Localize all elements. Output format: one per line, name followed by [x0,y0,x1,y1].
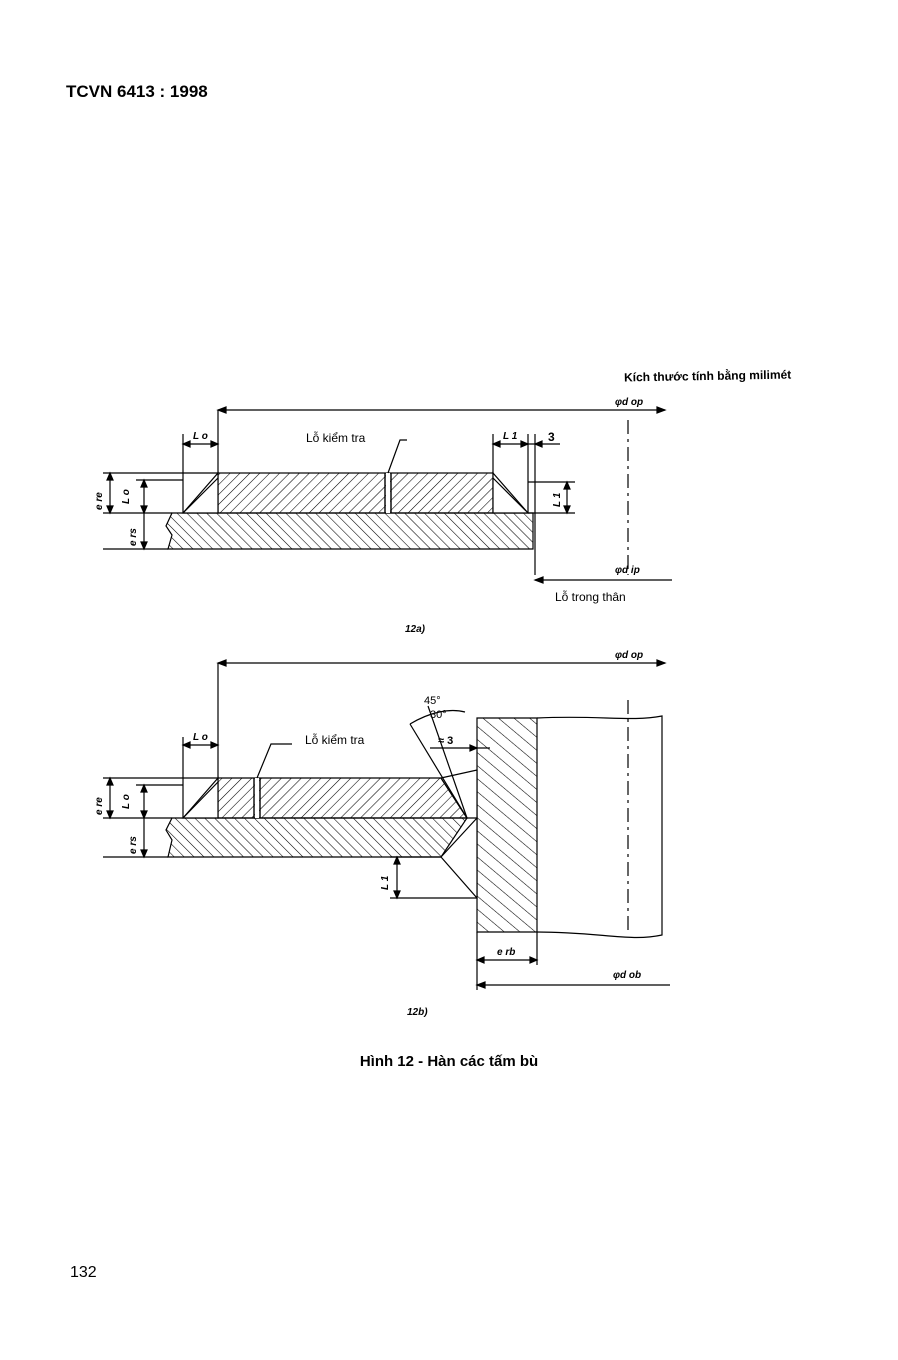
dim-l0-vert-b: L o [121,794,132,809]
inspection-hole-label-a: Lỗ kiểm tra [306,430,366,445]
body-hole-label: Lỗ trong thân [555,589,626,604]
dim-d-ip: φd ip [615,565,640,576]
figure-12b [103,659,670,990]
dim-d-op-a: φd op [615,397,643,408]
page-number: 132 [70,1264,97,1281]
shell-plate-b [165,817,469,858]
dim-l1-vert-a: L 1 [552,492,563,507]
standard-header: TCVN 6413 : 1998 [66,82,208,101]
figure-12a [103,406,672,584]
dim-e-rs-a: e rs [128,528,139,546]
dim-l1-vert-b: L 1 [380,875,391,890]
figure-caption: Hình 12 - Hàn các tấm bù [359,1053,539,1070]
dim-l0-a: L o [193,431,208,442]
dim-l0-b: L o [193,732,208,743]
dim-e-rs-b: e rs [128,836,139,854]
figure-12a-label: 12a) [405,624,426,635]
figure-12b-label: 12b) [407,1007,428,1018]
weld-right-a [492,471,530,514]
dim-e-rb: e rb [497,947,515,958]
approx-three: ≈ 3 [438,735,453,747]
dim-e-re-a: e re [94,492,105,510]
angle-45: 45° [424,695,441,707]
inspection-hole-label-b: Lỗ kiểm tra [305,732,365,747]
dim-l1-a: L 1 [503,431,518,442]
dim-e-re-b: e re [94,797,105,815]
dim-l0-vert-a: L o [121,489,132,504]
dim-d-op-b: φd op [615,650,643,661]
weld-left-a [181,471,219,514]
pad-plate-a [217,472,494,514]
dim-three-a: 3 [548,430,555,444]
angle-30: 30° [430,709,447,721]
branch-wall-b [476,717,538,933]
dim-d-ob: φd ob [613,970,641,981]
shell-plate-a [165,512,534,550]
